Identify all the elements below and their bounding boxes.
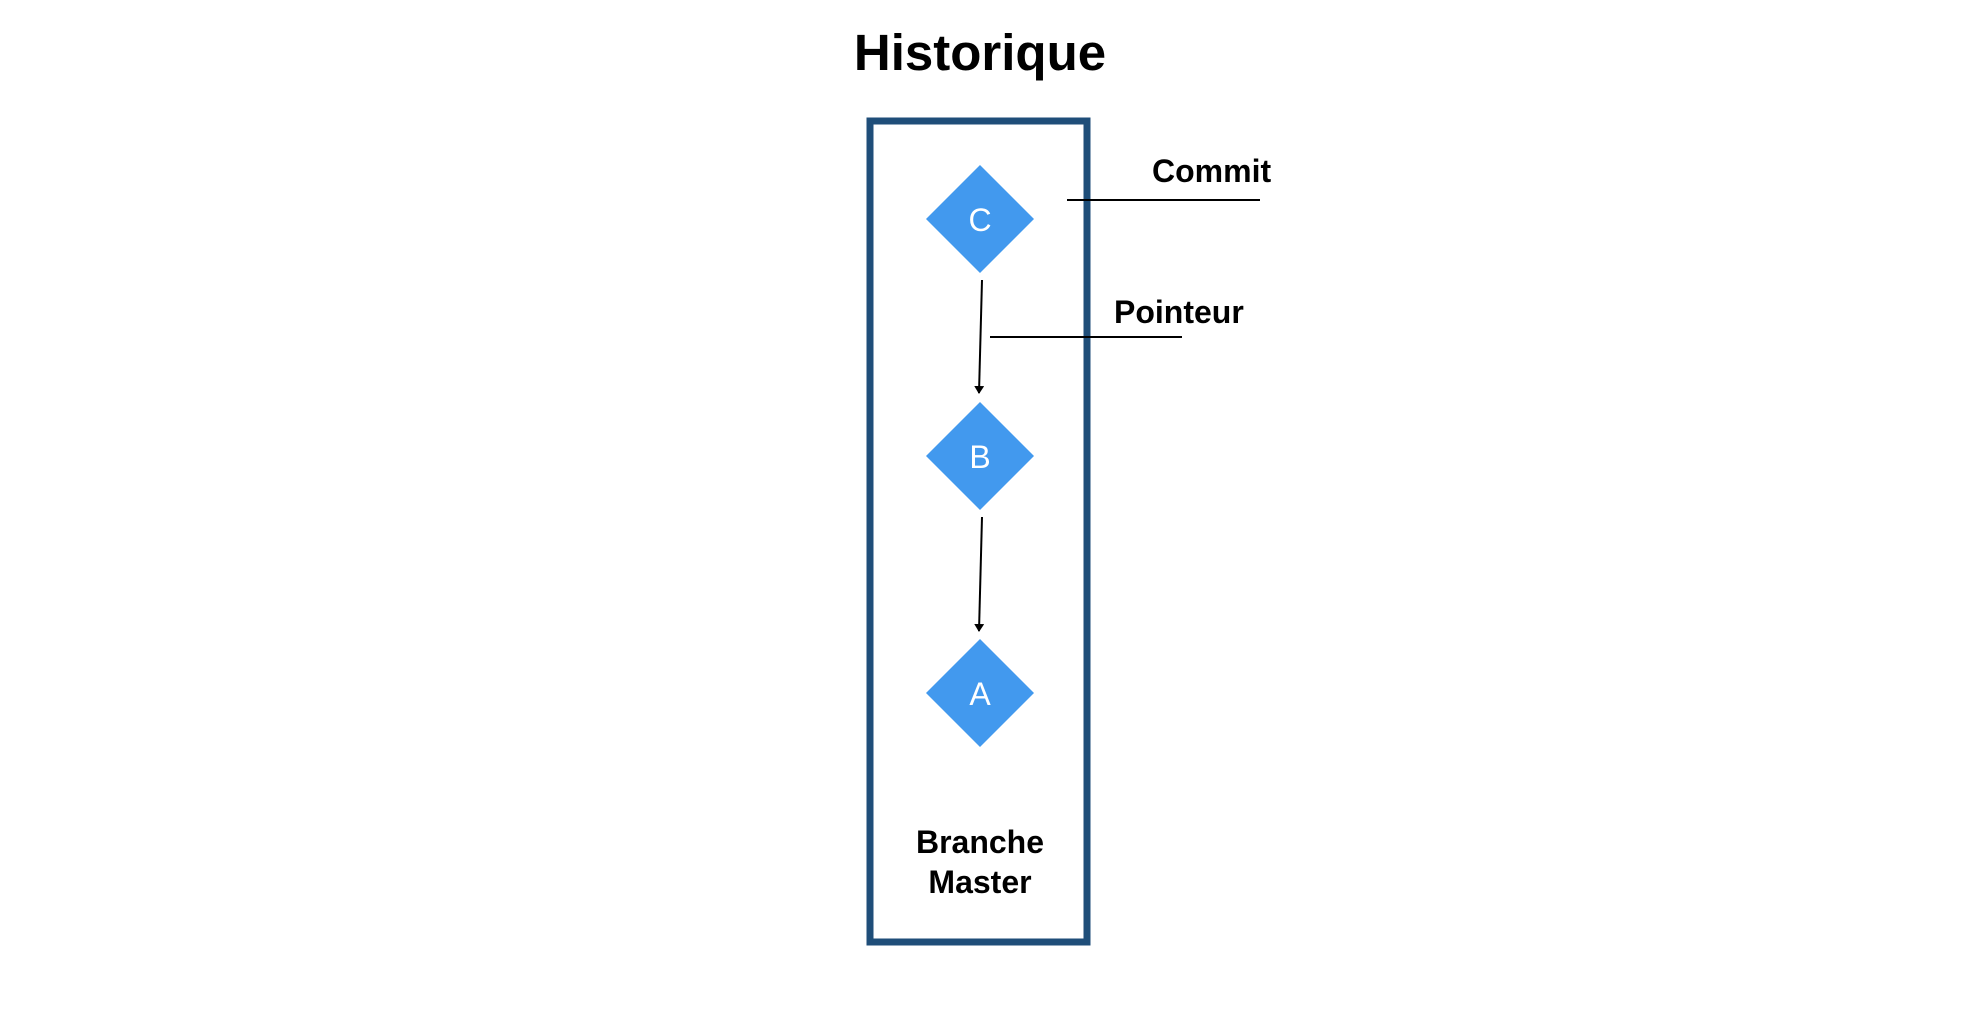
commit-label: B <box>969 439 990 475</box>
branch-frame <box>866 117 1091 946</box>
commit-label: A <box>969 676 991 712</box>
branch-label-line1: Branche <box>916 824 1044 860</box>
commit-node-b: B <box>926 402 1034 510</box>
commit-callout-label: Commit <box>1152 153 1271 189</box>
pointer-arrow-c-to-b <box>974 279 985 394</box>
commit-diamond <box>926 402 1034 510</box>
pointer-arrow-b-to-a <box>974 516 985 632</box>
commit-diamond <box>926 639 1034 747</box>
commit-label: C <box>968 202 991 238</box>
branch-label-line2: Master <box>928 864 1031 900</box>
commit-node-a: A <box>926 639 1034 747</box>
commit-diamond <box>926 165 1034 273</box>
pointer-callout-label: Pointeur <box>1114 294 1244 330</box>
commit-node-c: C <box>926 165 1034 273</box>
diagram-title: Historique <box>854 24 1106 81</box>
